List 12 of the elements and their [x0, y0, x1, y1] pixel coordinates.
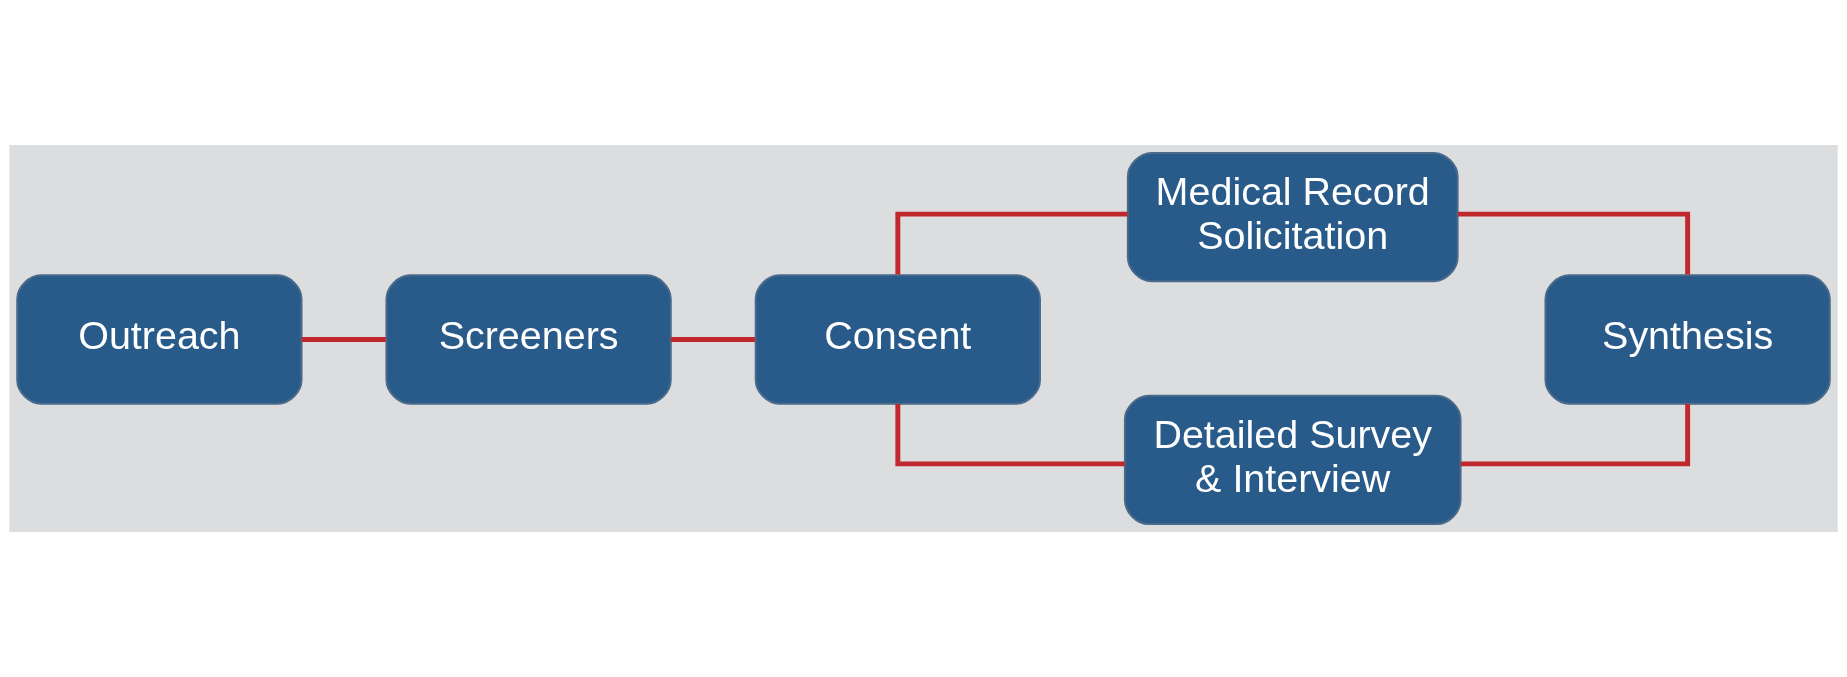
- node-box: Synthesis: [1544, 274, 1831, 405]
- node-box: Detailed Survey & Interview: [1123, 394, 1462, 526]
- node-box: Screeners: [385, 274, 672, 405]
- connector: [1460, 403, 1691, 467]
- connector: [895, 211, 1128, 275]
- connector: [1457, 211, 1691, 275]
- connector: [895, 403, 1125, 467]
- connector: [670, 337, 756, 342]
- connector: [301, 337, 386, 342]
- node-box: Consent: [754, 274, 1041, 405]
- node-box: Medical Record Solicitation: [1126, 151, 1459, 283]
- node-box: Outreach: [16, 274, 303, 405]
